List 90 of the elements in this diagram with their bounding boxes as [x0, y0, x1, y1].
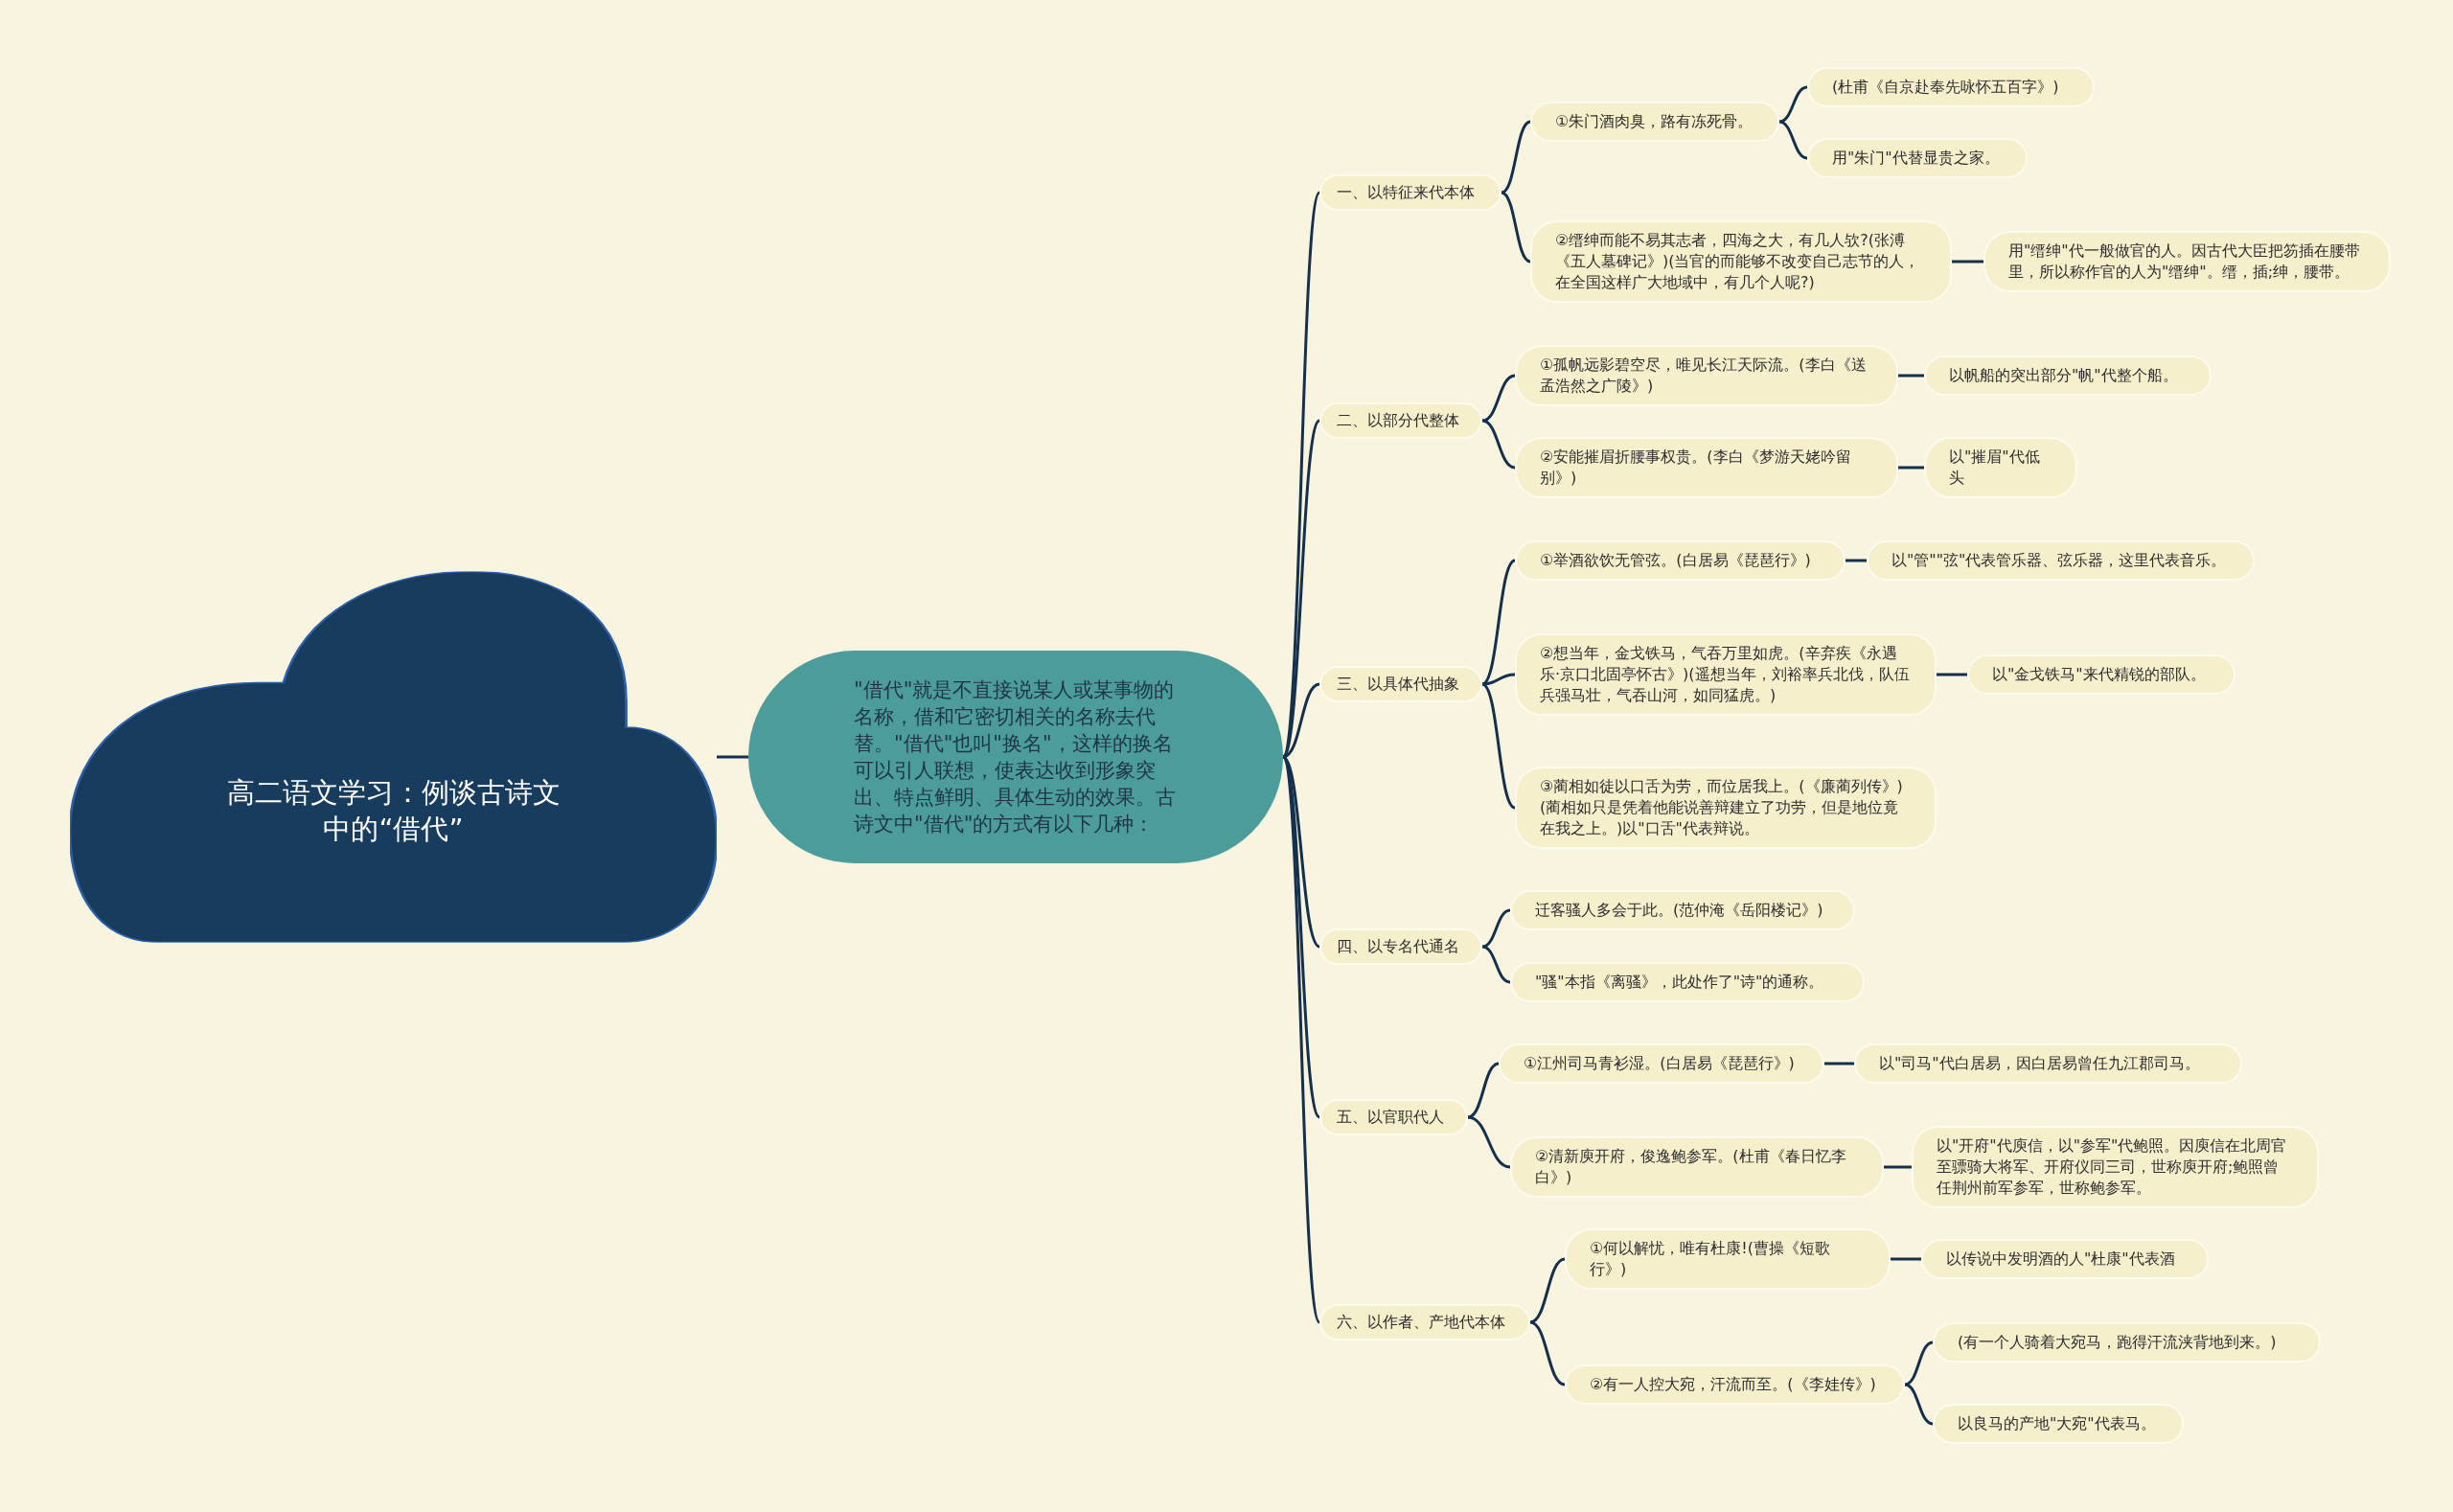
node-text: ②有一人控大宛，汗流而至。(《李娃传》) — [1590, 1374, 1877, 1395]
text-pill — [1510, 962, 1865, 1002]
branch-label: 三、以具体代抽象 — [1337, 674, 1460, 695]
connector-line — [1891, 1257, 1921, 1261]
text-pill — [1933, 1404, 2184, 1444]
connector-line — [1481, 945, 1511, 984]
text-pill — [1565, 1364, 1905, 1405]
connector-line — [1467, 1062, 1500, 1119]
branch-pill — [1319, 174, 1502, 211]
text-pill — [1807, 138, 2028, 178]
connector-line — [1467, 1115, 1511, 1169]
connector-line — [1501, 191, 1531, 263]
text-pill — [1924, 437, 2077, 498]
node-text: 用"缙绅"代一般做官的人。因古代大臣把笏插在腰带里，所以称作官的人为"缙绅"。缙，插;绅，腰带。 — [2008, 241, 2361, 283]
node-text: (有一个人骑着大宛马，跑得汗流浃背地到来。) — [1958, 1332, 2278, 1353]
connector-line — [1904, 1340, 1934, 1386]
text-pill — [1967, 654, 2235, 695]
text-pill — [1924, 355, 2212, 396]
node-text: ①孤帆远影碧空尽，唯见长江天际流。(李白《送孟浩然之广陵》) — [1540, 355, 1868, 397]
text-pill — [1912, 1126, 2319, 1208]
branch-label: 五、以官职代人 — [1337, 1107, 1445, 1128]
connector-line — [1481, 908, 1511, 949]
connector-line — [1778, 120, 1808, 160]
branch-pill — [1319, 1099, 1468, 1135]
node-text: 用"朱门"代替显贵之家。 — [1832, 148, 2001, 169]
topic-text: "借代"就是不直接说某人或某事物的名称，借和它密切相关的名称去代替。"借代"也叫"换名"，这样的换名可以引人联想，使表达收到形象突出、特点鲜明、具体生动的效果。古诗文中"借代"的方式有以下几种： — [854, 677, 1177, 837]
text-pill — [1510, 890, 1855, 930]
node-text: ①江州司马青衫湿。(白居易《琵琶行》) — [1524, 1053, 1796, 1074]
node-text: 以帆船的突出部分"帆"代整个船。 — [1949, 365, 2179, 386]
connector-line — [1481, 419, 1516, 470]
node-text: 以良马的产地"大宛"代表马。 — [1958, 1413, 2157, 1434]
node-text: ③蔺相如徒以口舌为劳，而位居我上。(《廉蔺列传》)(蔺相如只是凭着他能说善辩建立了功劳，但是地位竟在我之上。)以"口舌"代表辩说。 — [1540, 776, 1904, 839]
cloud-shape — [70, 571, 717, 943]
text-pill — [1499, 1043, 1824, 1084]
connector-line — [1481, 682, 1516, 810]
node-text: ②缙绅而能不易其志者，四海之大，有几人欤?(张溥《五人墓碑记》)(当官的而能够不改变自己志节的人，在全国这样广大地域中，有几个人呢?) — [1555, 230, 1921, 293]
node-text: ②安能摧眉折腰事权贵。(李白《梦游天姥吟留别》) — [1540, 447, 1852, 489]
text-pill — [1515, 767, 1937, 849]
node-text: ①何以解忧，唯有杜康!(曹操《短歌行》) — [1590, 1238, 1831, 1280]
cloud-title: 高二语文学习：例谈古诗文中的“借代” — [225, 774, 562, 846]
connector-line — [1778, 85, 1808, 124]
text-pill — [1921, 1239, 2209, 1279]
node-text: ②清新庾开府，俊逸鲍参军。(杜甫《春日忆李白》) — [1535, 1146, 1847, 1188]
text-pill — [1807, 67, 2095, 107]
branch-label: 一、以特征来代本体 — [1337, 182, 1476, 203]
node-text: 以"开府"代庾信，以"参军"代鲍照。因庾信在北周官至骠骑大将军、开府仪同三司，世称庾开府;鲍照曾任荆州前军参军，世称鲍参军。 — [1937, 1135, 2288, 1199]
text-pill — [1530, 102, 1779, 142]
connector-line — [1501, 120, 1531, 195]
text-pill — [1510, 1136, 1884, 1198]
connector-line — [1481, 374, 1516, 423]
node-text: 以"管""弦"代表管乐器、弦乐器，这里代表音乐。 — [1891, 550, 2228, 571]
branch-pill — [1319, 928, 1482, 965]
text-pill — [1983, 231, 2391, 292]
connector-line — [1904, 1383, 1934, 1426]
connector-line — [1898, 466, 1924, 470]
connector-line — [1884, 1165, 1912, 1169]
text-pill — [1515, 540, 1845, 581]
connector-line — [1529, 1257, 1566, 1324]
node-text: (杜甫《自京赴奉先咏怀五百字》) — [1832, 77, 2060, 98]
branch-label: 六、以作者、产地代本体 — [1337, 1312, 1506, 1333]
text-pill — [1933, 1322, 2321, 1363]
text-pill — [1565, 1228, 1891, 1290]
text-pill — [1515, 633, 1937, 716]
text-pill — [1530, 220, 1952, 303]
node-text: "骚"本指《离骚》，此处作了"诗"的通称。 — [1535, 972, 1825, 993]
node-text: 以传说中发明酒的人"杜康"代表酒 — [1946, 1249, 2176, 1270]
text-pill — [1867, 540, 2255, 581]
text-pill — [1515, 437, 1898, 498]
node-text: 以"司马"代白居易，因白居易曾任九江郡司马。 — [1879, 1053, 2201, 1074]
branch-pill — [1319, 1304, 1530, 1340]
branch-pill — [1319, 666, 1482, 702]
connector-line — [1529, 1320, 1566, 1386]
node-text: 迁客骚人多会于此。(范仲淹《岳阳楼记》) — [1535, 900, 1824, 921]
node-text: ①朱门酒肉臭，路有冻死骨。 — [1555, 111, 1754, 132]
node-text: ②想当年，金戈铁马，气吞万里如虎。(辛弃疾《永遇乐·京口北固亭怀古》)(遥想当年，刘裕率兵北伐，队伍兵强马壮，气吞山河，如同猛虎。) — [1540, 643, 1911, 706]
node-text: ①举酒欲饮无管弦。(白居易《琵琶行》) — [1540, 550, 1812, 571]
connector-line — [1952, 260, 1983, 263]
branch-label: 二、以部分代整体 — [1337, 410, 1460, 431]
branch-label: 四、以专名代通名 — [1337, 936, 1460, 957]
node-text: 以"金戈铁马"来代精锐的部队。 — [1992, 664, 2207, 685]
connector-line — [1481, 673, 1516, 686]
text-pill — [1515, 345, 1898, 406]
text-pill — [1854, 1043, 2242, 1084]
node-text: 以"摧眉"代低头 — [1949, 447, 2041, 489]
branch-pill — [1319, 402, 1482, 439]
connector-line — [1845, 559, 1867, 562]
connector-line — [717, 755, 748, 759]
connector-line — [1898, 374, 1924, 378]
connector-line — [1824, 1062, 1854, 1065]
connector-line — [1937, 673, 1967, 676]
